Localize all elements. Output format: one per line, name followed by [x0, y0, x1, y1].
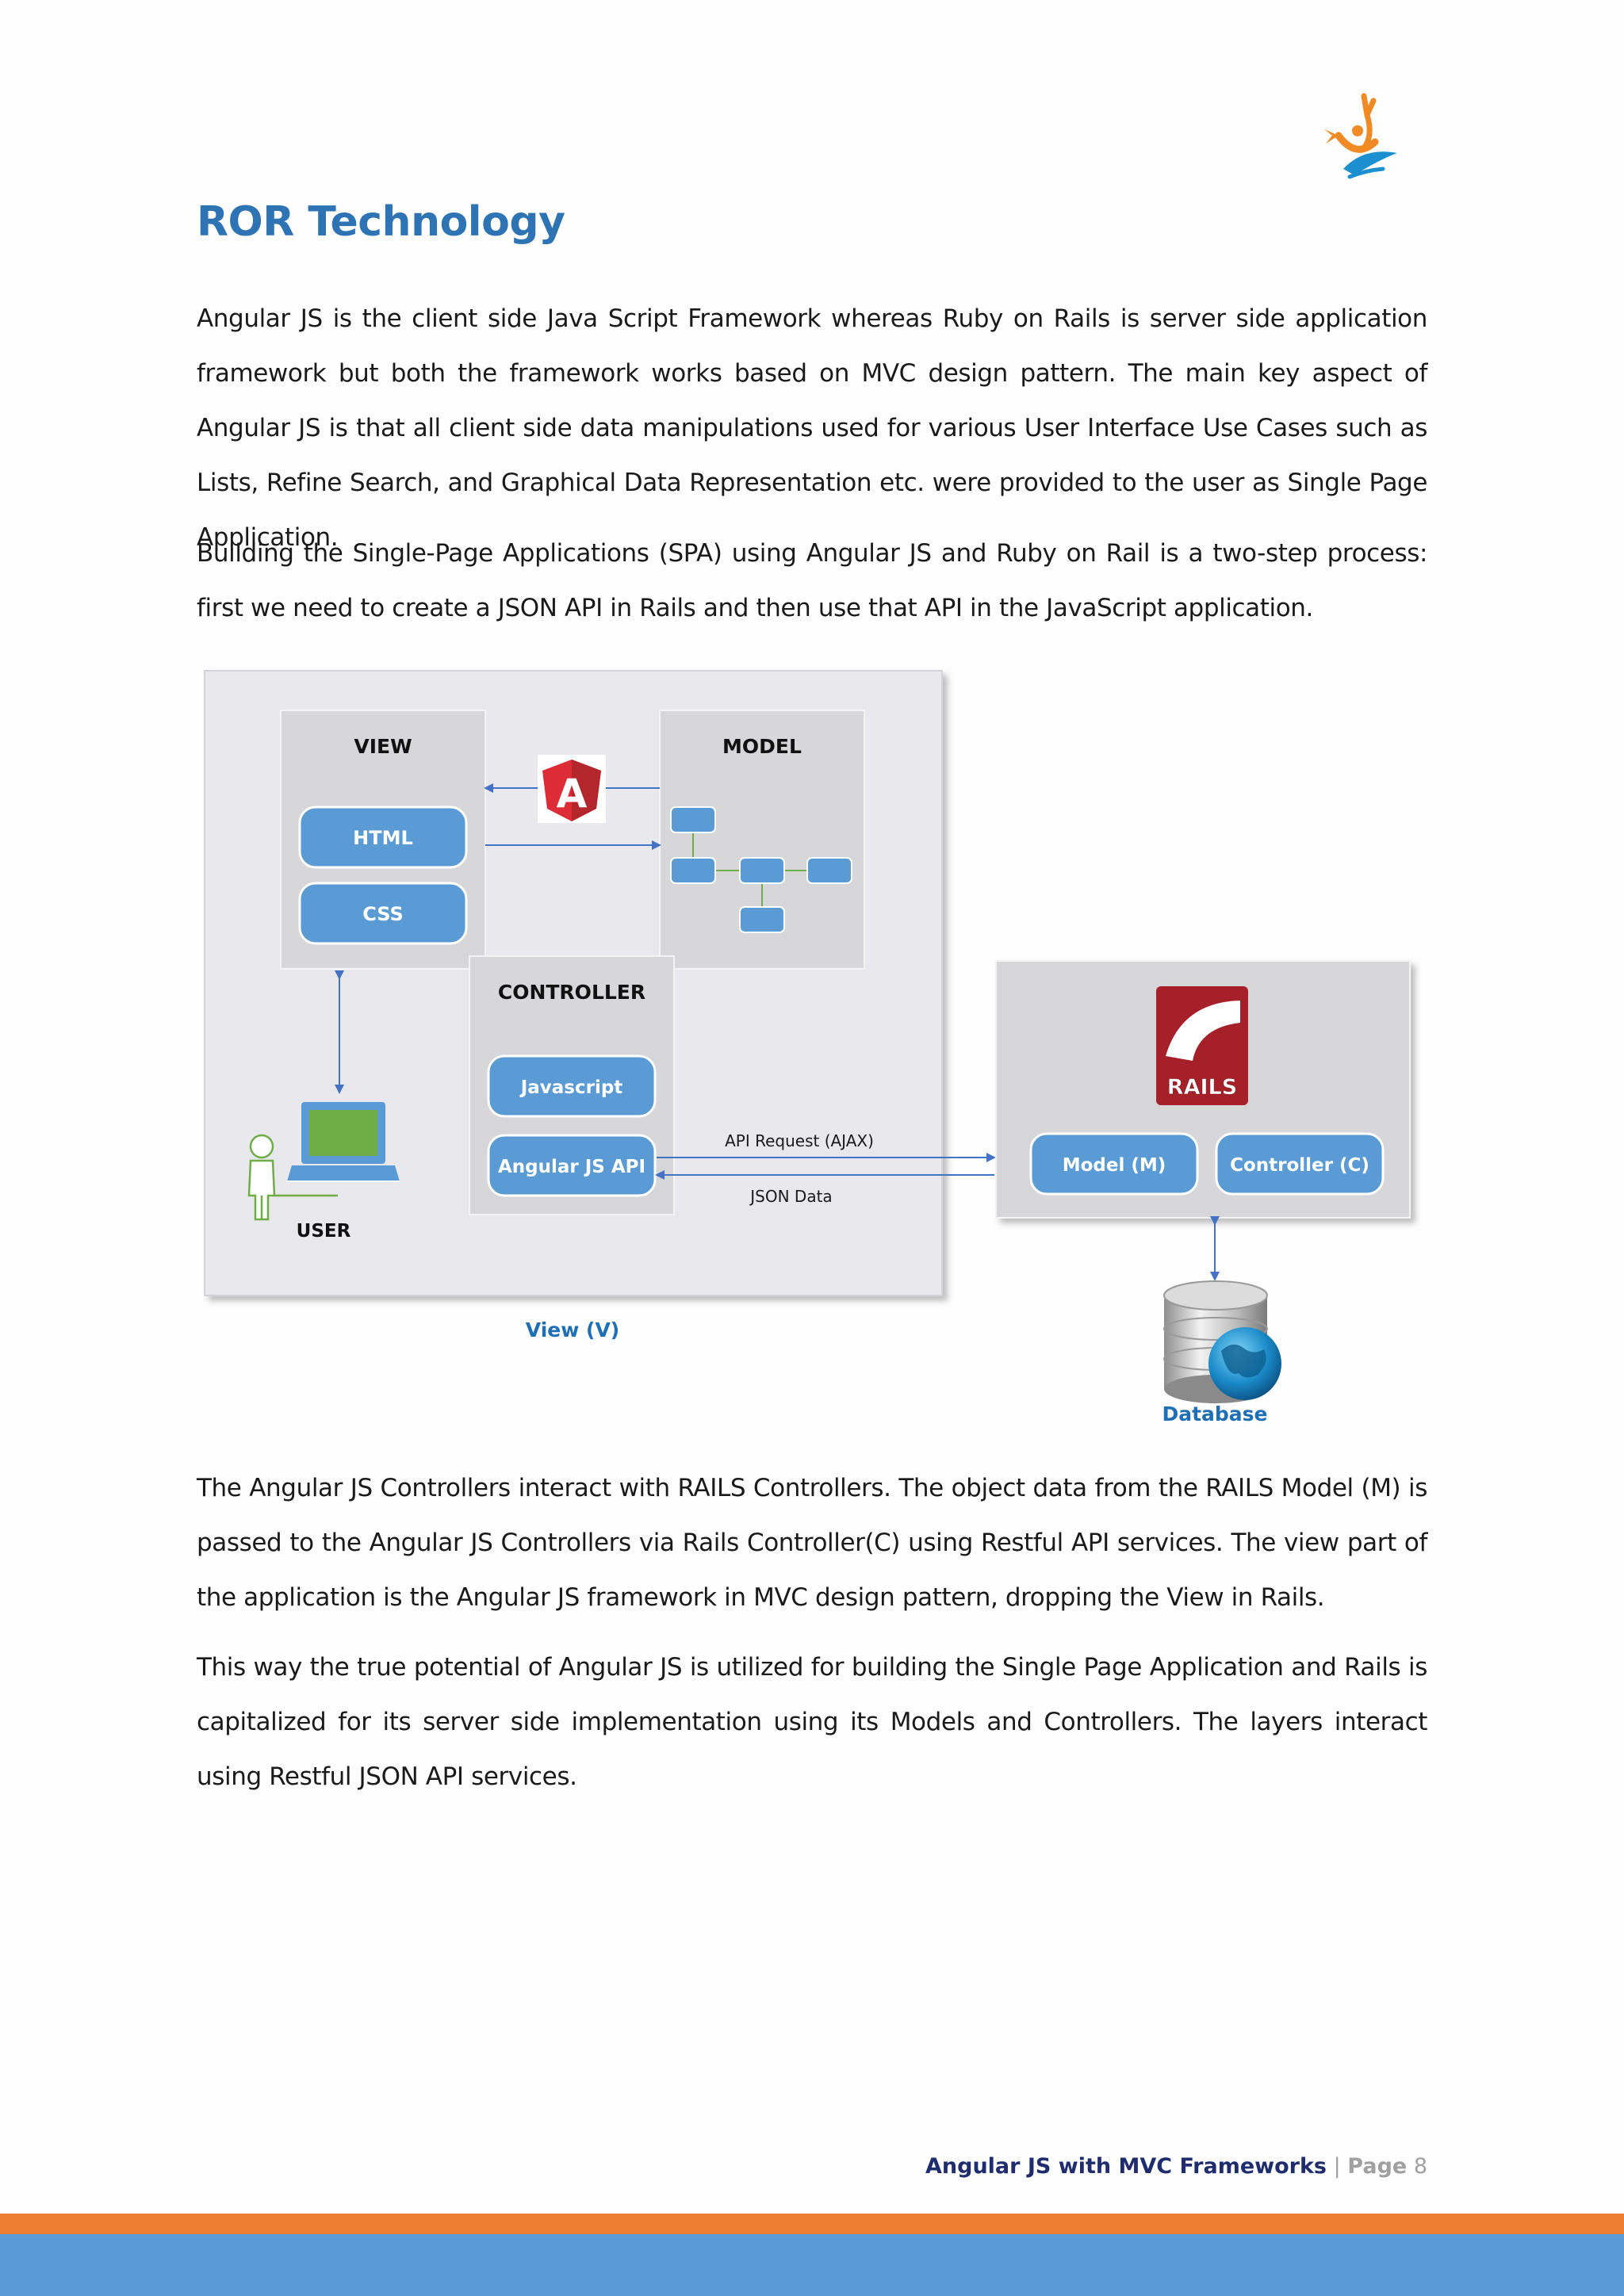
angular-js-api-pill	[487, 1134, 657, 1197]
rails-model-pill	[1029, 1132, 1199, 1196]
controllers-paragraph: The Angular JS Controllers interact with…	[197, 1474, 1427, 1612]
user-icon	[247, 1134, 338, 1221]
user-label: USER	[297, 1221, 351, 1242]
page-heading: ROR Technology	[197, 198, 565, 246]
footer-separator: |	[1327, 2154, 1348, 2179]
angular-logo-icon: A	[538, 755, 606, 823]
rails-logo-icon: RAILS	[1156, 986, 1248, 1105]
api-request-label: API Request (AJAX)	[725, 1131, 874, 1150]
model-node-5	[739, 906, 785, 933]
controller-title: CONTROLLER	[498, 981, 645, 1004]
html-pill	[298, 806, 468, 869]
footer-band-orange	[0, 2214, 1624, 2234]
rails-controller-pill	[1215, 1132, 1385, 1196]
footer-band-blue	[0, 2234, 1624, 2296]
rails-model-label: Model (M)	[1063, 1155, 1166, 1176]
svg-text:A: A	[557, 771, 588, 817]
svg-text:RAILS: RAILS	[1167, 1075, 1237, 1100]
footer-title: Angular JS with MVC Frameworks	[925, 2154, 1327, 2179]
javascript-label: Javascript	[519, 1077, 623, 1098]
company-logo-icon	[1324, 93, 1397, 179]
json-data-label: JSON Data	[749, 1187, 832, 1206]
database-label: Database	[1162, 1402, 1267, 1425]
intro-paragraph: Angular JS is the client side Java Scrip…	[197, 304, 1427, 552]
html-label: HTML	[353, 827, 413, 849]
mvc-architecture-diagram: VIEW HTML CSS MODEL A CONTROLLER Javascr…	[204, 670, 1411, 1425]
spa-paragraph: Building the Single-Page Applications (S…	[197, 539, 1427, 622]
view-v-caption: View (V)	[526, 1318, 619, 1341]
laptop-icon	[287, 1102, 400, 1182]
model-title: MODEL	[722, 735, 802, 758]
database-icon	[1163, 1280, 1281, 1403]
conclusion-paragraph: This way the true potential of Angular J…	[197, 1653, 1427, 1791]
model-node-2	[670, 857, 716, 884]
rails-controller-label: Controller (C)	[1230, 1155, 1369, 1176]
model-node-4	[806, 857, 852, 884]
css-label: CSS	[362, 903, 404, 925]
angular-js-api-label: Angular JS API	[498, 1157, 645, 1177]
footer-page-word: Page	[1347, 2154, 1408, 2179]
model-node-1	[670, 806, 716, 833]
css-pill	[298, 882, 468, 945]
footer-page-number: 8	[1413, 2154, 1427, 2179]
view-title: VIEW	[354, 735, 412, 758]
page-footer: Angular JS with MVC Frameworks | Page 8	[925, 2154, 1427, 2179]
javascript-pill	[487, 1054, 657, 1118]
model-node-3	[739, 857, 785, 884]
